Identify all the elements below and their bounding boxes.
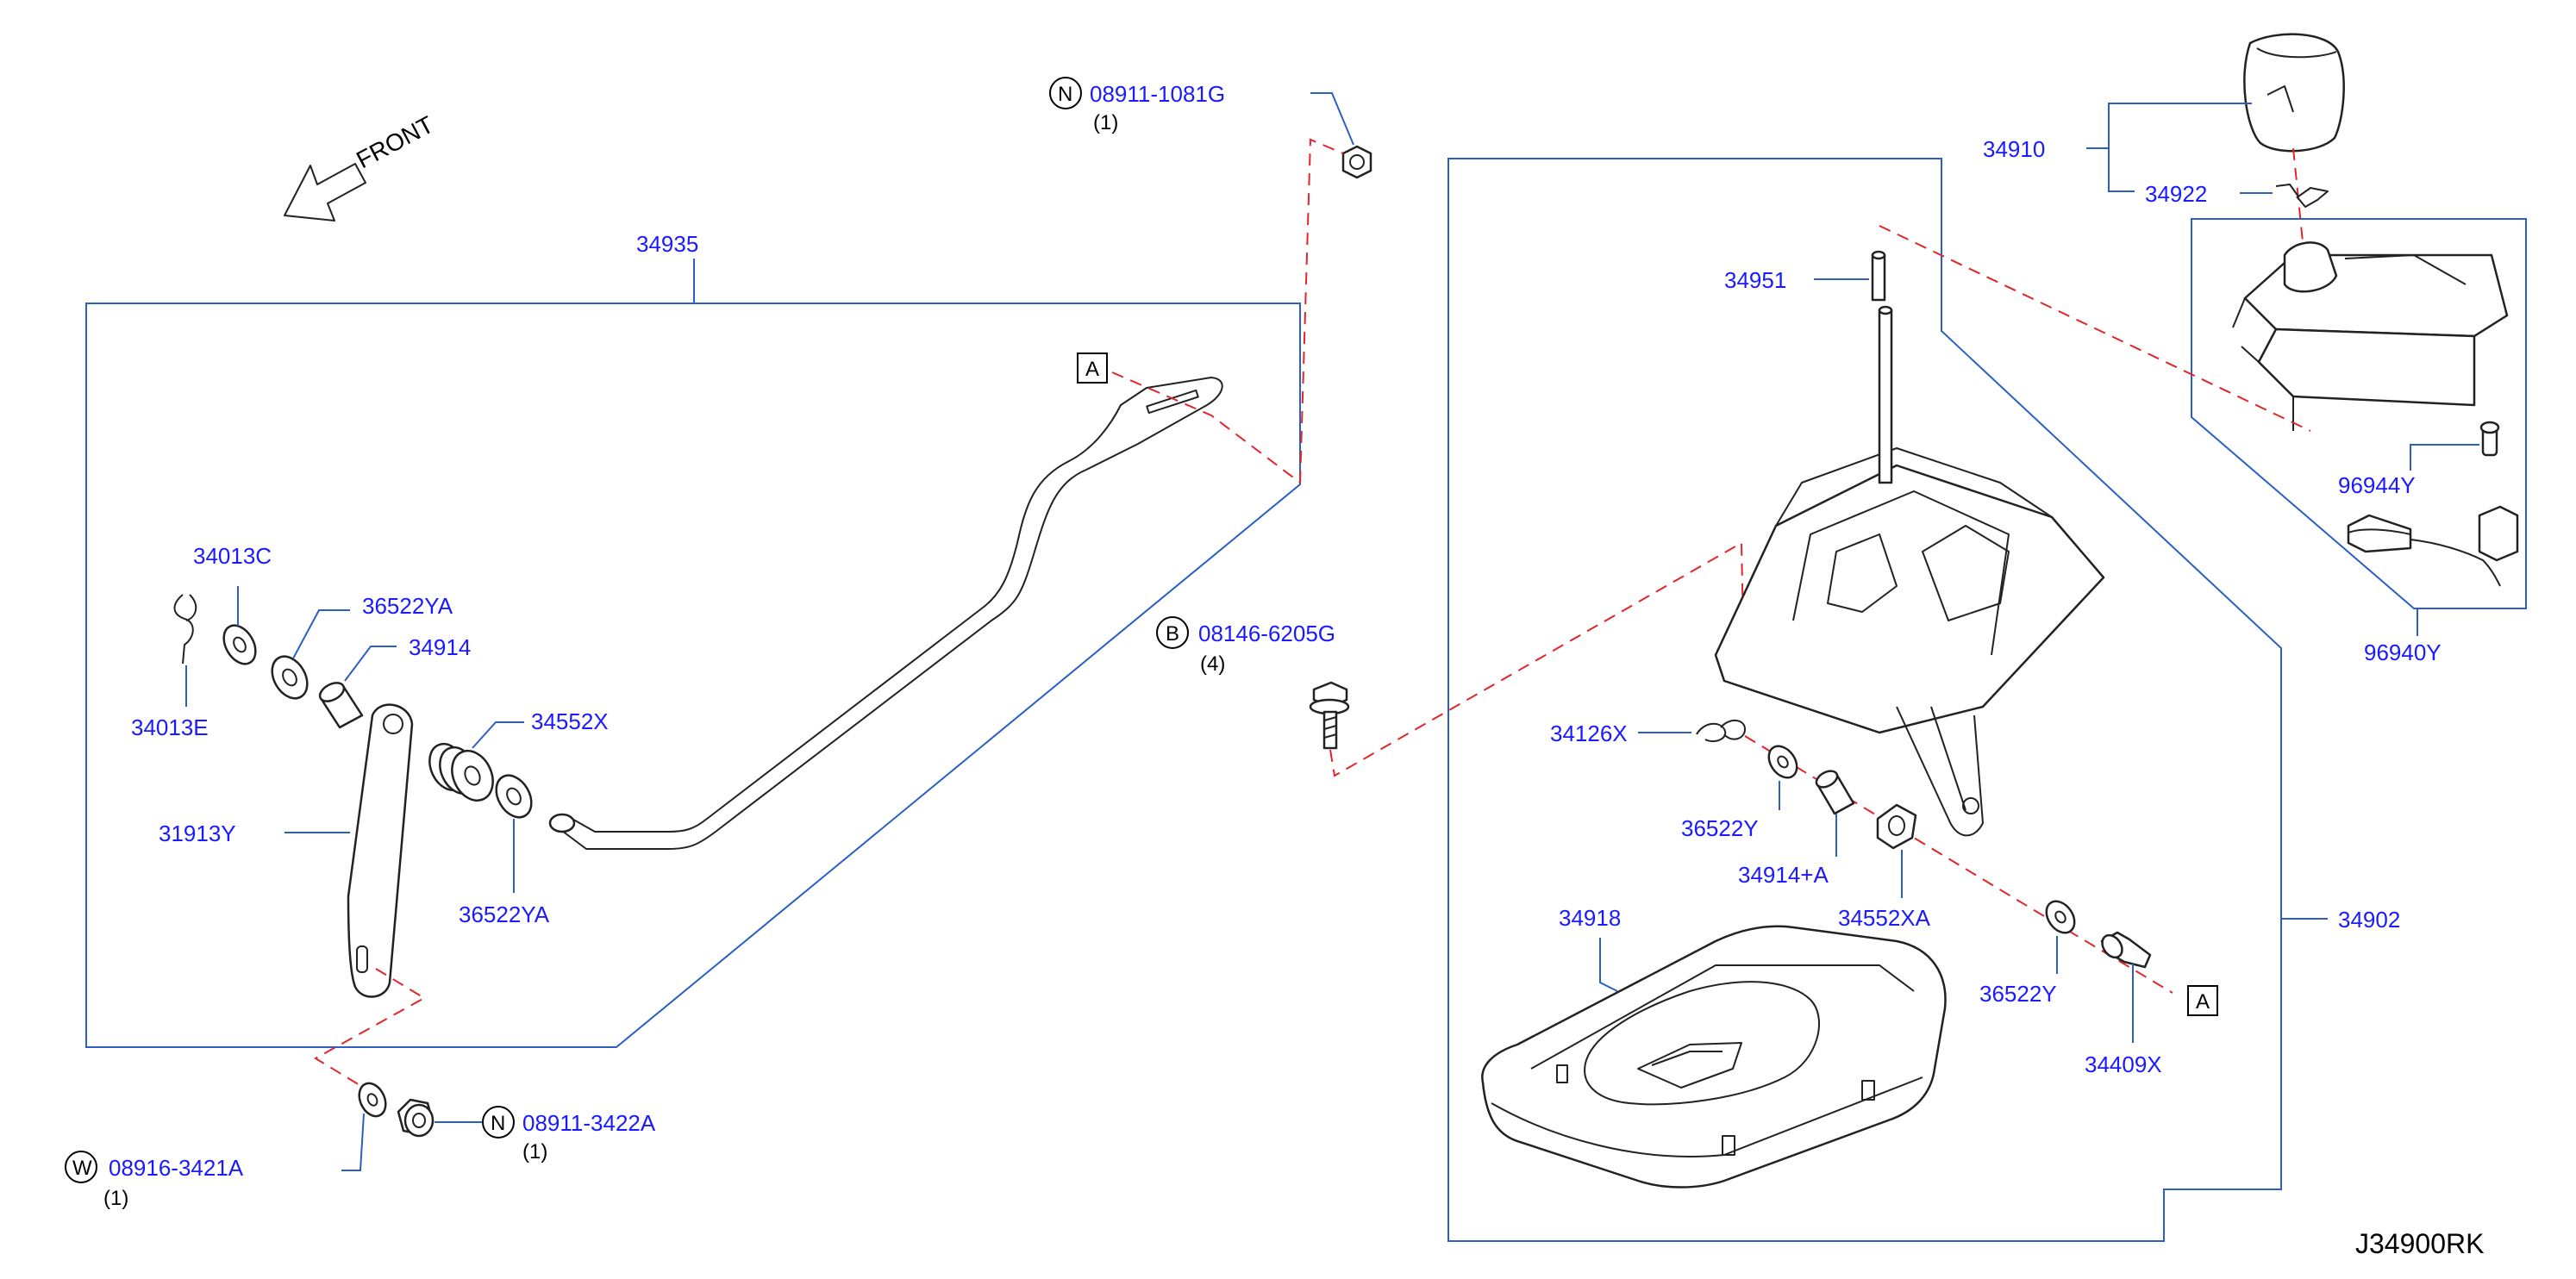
dash-nut-top (1299, 138, 1344, 484)
bulb-96944y (2479, 421, 2500, 457)
part-96944y-label[interactable]: 96944Y (2338, 472, 2416, 498)
nut-08911-1081g (1341, 145, 1372, 179)
washer-36522y-lower (2045, 900, 2076, 934)
part-36522y-upper-label[interactable]: 36522Y (1681, 815, 1759, 841)
clip-34922 (2275, 184, 2329, 208)
lever-31913y (347, 703, 414, 998)
front-label: FRONT (352, 111, 438, 174)
part-34552x-label[interactable]: 34552X (531, 708, 609, 734)
part-34126x-label[interactable]: 34126X (1550, 721, 1628, 746)
dash-a-rod (1111, 371, 1301, 484)
b-symbol-letter: B (1166, 622, 1179, 646)
part-36522y-lower-label[interactable]: 36522Y (1979, 981, 2057, 1007)
ref-a-box-bottom (2187, 985, 2218, 1016)
dash-bolt (1329, 541, 1744, 777)
part-34013e-label[interactable]: 34013E (131, 714, 209, 740)
leader-34910-bracket (2108, 103, 2252, 192)
leader-08911-1081g (1310, 92, 1354, 146)
group-outline-34935 (85, 303, 1301, 1048)
group-outline-96940y (2191, 218, 2527, 609)
diagram-code: J34900RK (2355, 1228, 2484, 1259)
part-08911-3422a-label[interactable]: 08911-3422A (522, 1110, 656, 1136)
part-34914-label[interactable]: 34914 (409, 634, 471, 660)
shift-rod (548, 377, 1223, 850)
shift-knob-34910 (2243, 33, 2345, 153)
leader-34914 (344, 646, 397, 682)
part-36522ya-bottom-label[interactable]: 36522YA (459, 902, 550, 927)
w-symbol (65, 1151, 97, 1183)
bushing-34552x (428, 743, 494, 802)
part-96940y-label[interactable]: 96940Y (2364, 640, 2442, 665)
part-34013c-label[interactable]: 34013C (193, 543, 272, 569)
group-outline-34902 (1447, 158, 2282, 1242)
n-symbol-top-letter: N (1058, 83, 1072, 106)
leader-34552x (472, 721, 524, 749)
qty-08146-6205g: (4) (1200, 652, 1225, 676)
bolt-08146-6205g (1309, 681, 1350, 750)
part-34922-label[interactable]: 34922 (2145, 181, 2207, 207)
front-arrow-icon (284, 163, 366, 221)
leader-34918 (1599, 938, 1618, 992)
pin-34409x (2100, 931, 2152, 969)
housing-34918 (1481, 925, 1947, 1189)
part-34409x-label[interactable]: 34409X (2085, 1051, 2162, 1077)
washer-34013c (222, 624, 257, 665)
bushing-34914 (318, 682, 364, 729)
part-34914a-label[interactable]: 34914+A (1738, 862, 1829, 888)
n-symbol-bottom (482, 1106, 515, 1139)
washer-36522ya-bottom (495, 774, 533, 819)
qty-08911-3422a: (1) (522, 1140, 547, 1164)
part-34951-label[interactable]: 34951 (1724, 267, 1786, 293)
washer-36522y-upper (1767, 745, 1798, 779)
part-34552xa-label[interactable]: 34552XA (1838, 905, 1931, 931)
ref-a-label-top: A (1085, 358, 1099, 381)
w-symbol-letter: W (72, 1157, 92, 1180)
n-symbol-bottom-letter: N (491, 1112, 505, 1135)
leader-08916-3421a (341, 1113, 365, 1171)
bushing-34914a (1815, 770, 1855, 815)
dash-lever-bottom (314, 968, 426, 1089)
part-34935-label[interactable]: 34935 (636, 231, 698, 257)
part-34902-label[interactable]: 34902 (2338, 907, 2400, 933)
dash-indicator (1879, 225, 2311, 432)
nut-08911-3422a (397, 1098, 435, 1138)
ref-a-label-bottom: A (2196, 990, 2210, 1014)
bushing-34552xa (1876, 803, 1917, 850)
clip-34126x (1696, 720, 1746, 743)
part-08911-1081g-label[interactable]: 08911-1081G (1090, 81, 1225, 107)
b-symbol (1156, 616, 1189, 649)
washer-08916-3421a (358, 1082, 387, 1118)
part-34910-label[interactable]: 34910 (1983, 136, 2045, 162)
dash-knob (2292, 147, 2308, 285)
n-symbol-top (1049, 77, 1082, 109)
part-08146-6205g-label[interactable]: 08146-6205G (1198, 621, 1335, 646)
part-34918-label[interactable]: 34918 (1559, 905, 1621, 931)
harness-96940y (2347, 505, 2519, 587)
washer-36522ya-top (271, 655, 309, 700)
leader-36522ya-top (292, 609, 350, 659)
part-31913y-label[interactable]: 31913Y (159, 820, 236, 846)
part-08916-3421a-label[interactable]: 08916-3421A (109, 1155, 244, 1181)
clip-pin-34013e (173, 594, 197, 664)
qty-08916-3421a: (1) (103, 1187, 128, 1210)
part-36522ya-top-label[interactable]: 36522YA (362, 593, 453, 619)
leader-96944y (2410, 444, 2479, 471)
shifter-assembly (1714, 305, 2105, 837)
ref-a-box-top (1077, 353, 1108, 384)
pin-34951 (1871, 250, 1886, 302)
qty-08911-1081g: (1) (1093, 111, 1118, 134)
indicator-panel (2232, 241, 2509, 431)
